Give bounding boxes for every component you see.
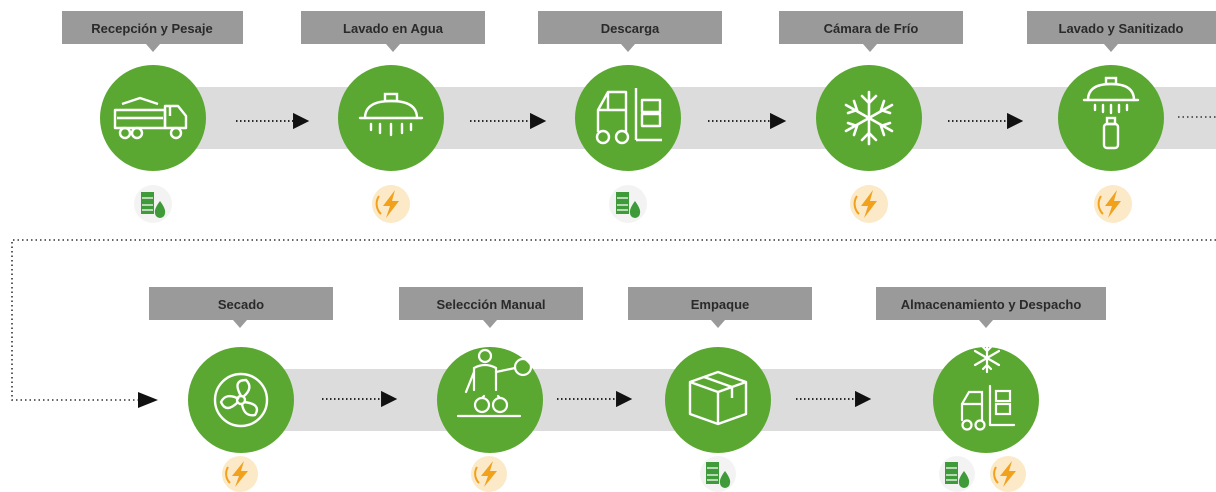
forklift-icon [595, 88, 662, 145]
step-label-recepcion: Recepción y Pesaje [62, 11, 243, 52]
fuel-water-icon [939, 456, 975, 492]
svg-text:Almacenamiento y Despacho: Almacenamiento y Despacho [901, 297, 1082, 312]
step-secado [188, 347, 294, 453]
manual-selection-icon [456, 348, 535, 418]
svg-text:Empaque: Empaque [691, 297, 750, 312]
box-icon [688, 370, 748, 426]
energy-icon [850, 185, 888, 223]
step-seleccion-manual [437, 347, 543, 453]
energy-icon [222, 456, 258, 492]
cold-storage-dispatch-icon [960, 342, 1016, 431]
row2-band [240, 369, 988, 431]
row1-band [148, 87, 1216, 149]
svg-text:Cámara de Frío: Cámara de Frío [824, 21, 919, 36]
step-descarga [575, 65, 681, 171]
truck-icon [113, 96, 188, 140]
step-label-seleccion-manual: Selección Manual [399, 287, 583, 328]
row-connector [11, 116, 1216, 401]
step-recepcion-pesaje [100, 65, 206, 171]
row-connector-arrowhead [138, 392, 158, 408]
fuel-water-icon [700, 456, 736, 492]
energy-icon [1094, 185, 1132, 223]
step-almacenamiento-despacho [933, 342, 1039, 453]
step-camara-frio [816, 65, 922, 171]
step-label-lavado-agua: Lavado en Agua [301, 11, 485, 52]
step-label-secado: Secado [149, 287, 333, 328]
svg-text:Descarga: Descarga [601, 21, 660, 36]
energy-icon [471, 456, 507, 492]
fuel-water-icon [609, 185, 647, 223]
svg-text:Lavado en Agua: Lavado en Agua [343, 21, 444, 36]
snowflake-icon [844, 90, 894, 146]
step-label-descarga: Descarga [538, 11, 722, 52]
step-lavado-sanitizado [1058, 65, 1164, 171]
step-label-camara-frio: Cámara de Frío [779, 11, 963, 52]
energy-icon [372, 185, 410, 223]
fan-icon [213, 372, 269, 428]
svg-text:Selección Manual: Selección Manual [436, 297, 545, 312]
step-lavado-agua [338, 65, 444, 171]
step-empaque [665, 347, 771, 453]
step-label-almacenamiento: Almacenamiento y Despacho [876, 287, 1106, 328]
shower-head-icon [358, 92, 424, 137]
svg-text:Secado: Secado [218, 297, 264, 312]
svg-text:Recepción y Pesaje: Recepción y Pesaje [91, 21, 212, 36]
fuel-water-icon [134, 185, 172, 223]
step-label-empaque: Empaque [628, 287, 812, 328]
svg-text:Lavado y Sanitizado: Lavado y Sanitizado [1059, 21, 1184, 36]
sanitizer-icon [1082, 76, 1140, 150]
energy-icon [990, 456, 1026, 492]
step-label-lavado-sanitizado: Lavado y Sanitizado [1027, 11, 1216, 52]
